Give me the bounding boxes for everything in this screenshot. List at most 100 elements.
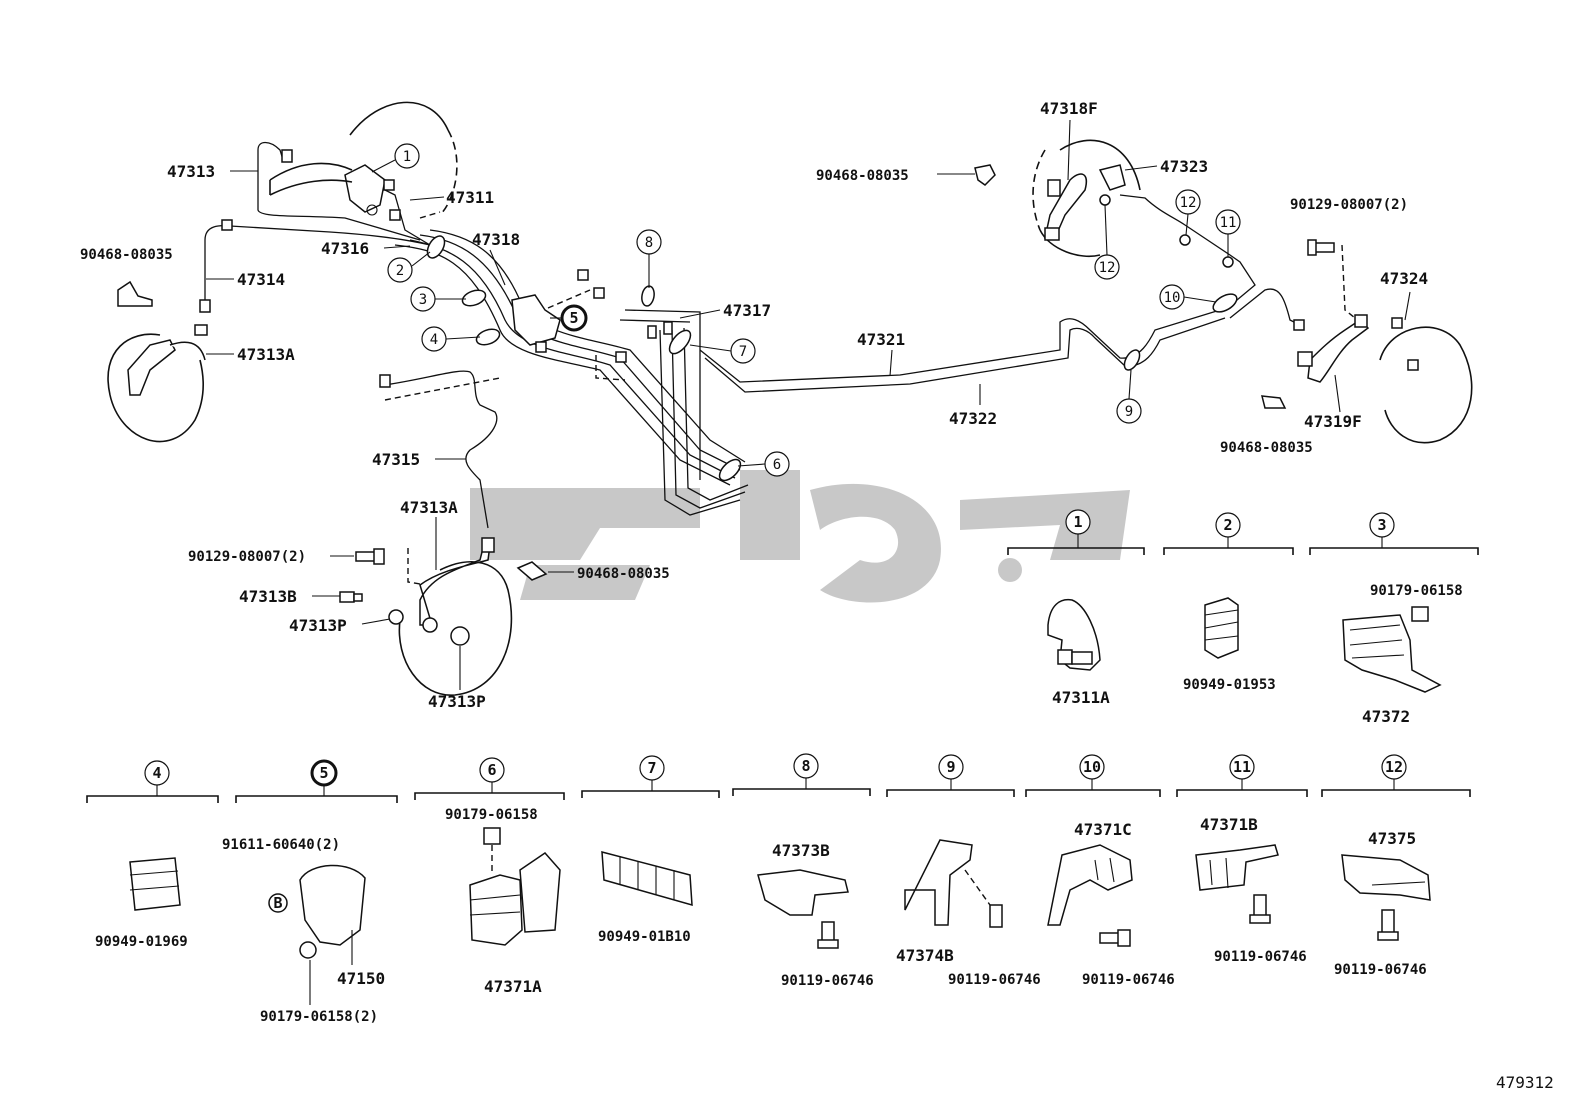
svg-text:11: 11 xyxy=(1233,758,1251,776)
svg-text:90179-06158: 90179-06158 xyxy=(1370,583,1463,599)
detail-callout-2: 2 90949-01953 xyxy=(1163,512,1294,693)
svg-text:7: 7 xyxy=(647,759,656,777)
svg-text:47372: 47372 xyxy=(1362,707,1410,726)
detail-callout-9: 9 47374B 90119-06746 xyxy=(886,754,1041,988)
clip-90468-right xyxy=(1261,395,1287,409)
svg-text:91611-60640(2): 91611-60640(2) xyxy=(222,837,340,853)
detail-callout-1: 1 47311A xyxy=(1007,509,1145,707)
svg-text:90949-01969: 90949-01969 xyxy=(95,934,188,950)
svg-text:47319F: 47319F xyxy=(1304,412,1362,431)
figure-id: 479312 xyxy=(1496,1073,1554,1092)
svg-text:8: 8 xyxy=(801,757,810,775)
svg-text:47317: 47317 xyxy=(723,301,771,320)
svg-text:47313B: 47313B xyxy=(239,587,297,606)
svg-text:4: 4 xyxy=(430,332,438,348)
svg-text:47374B: 47374B xyxy=(896,946,954,965)
svg-text:47371B: 47371B xyxy=(1200,815,1258,834)
svg-text:12: 12 xyxy=(1385,758,1403,776)
svg-text:90119-06746: 90119-06746 xyxy=(1334,962,1427,978)
main-labels: 47313 47311 90468-08035 47314 47316 4731… xyxy=(80,99,1428,711)
svg-text:90949-01953: 90949-01953 xyxy=(1183,677,1276,693)
svg-text:12: 12 xyxy=(1180,195,1197,211)
svg-text:90949-01B10: 90949-01B10 xyxy=(598,929,691,945)
svg-text:10: 10 xyxy=(1083,758,1101,776)
detail-callout-10: 10 47371C 90119-06746 xyxy=(1025,754,1175,988)
svg-text:90179-06158: 90179-06158 xyxy=(445,807,538,823)
svg-text:90468-08035: 90468-08035 xyxy=(1220,440,1313,456)
detail-callout-11: 11 47371B 90119-06746 xyxy=(1176,754,1308,965)
svg-text:47318: 47318 xyxy=(472,230,520,249)
front-left-backing-plate xyxy=(269,101,458,216)
rear-center-backing-plate xyxy=(398,537,513,696)
rear-right-upper-drum xyxy=(1032,139,1141,257)
svg-text:47313A: 47313A xyxy=(237,345,295,364)
svg-text:3: 3 xyxy=(419,292,427,308)
svg-text:47322: 47322 xyxy=(949,409,997,428)
svg-text:47313A: 47313A xyxy=(400,498,458,517)
detail-callout-7: 7 90949-01B10 xyxy=(581,755,720,945)
svg-text:47324: 47324 xyxy=(1380,269,1428,288)
rear-right-drum xyxy=(1297,314,1473,444)
svg-text:90119-06746: 90119-06746 xyxy=(1082,972,1175,988)
clip-90468-mid xyxy=(516,561,548,581)
svg-text:47375: 47375 xyxy=(1368,829,1416,848)
svg-text:6: 6 xyxy=(487,761,496,779)
svg-text:90179-06158(2): 90179-06158(2) xyxy=(260,1009,378,1025)
svg-text:9: 9 xyxy=(946,758,955,776)
svg-text:4: 4 xyxy=(152,764,161,782)
svg-text:90468-08035: 90468-08035 xyxy=(80,247,173,263)
bolt-90129-right xyxy=(1307,239,1335,256)
svg-text:90119-06746: 90119-06746 xyxy=(1214,949,1307,965)
svg-text:2: 2 xyxy=(396,263,404,279)
rear-left-drum xyxy=(107,324,208,443)
svg-text:9: 9 xyxy=(1125,404,1133,420)
detail-callout-6: 6 90179-06158 47371A xyxy=(414,757,565,996)
svg-text:47313P: 47313P xyxy=(428,692,486,711)
main-callouts: 1 2 3 4 5 6 7 8 9 10 11 12 xyxy=(371,143,1241,477)
svg-text:47314: 47314 xyxy=(237,270,285,289)
detail-callout-5: 5 91611-60640(2) B 47150 90179-06158(2) xyxy=(222,759,398,1025)
long-rear-pipes xyxy=(699,309,1226,393)
svg-text:6: 6 xyxy=(773,457,781,473)
svg-text:47311: 47311 xyxy=(446,188,494,207)
svg-text:5: 5 xyxy=(319,764,328,782)
svg-text:90119-06746: 90119-06746 xyxy=(948,972,1041,988)
svg-text:8: 8 xyxy=(645,235,653,251)
svg-text:2: 2 xyxy=(1223,516,1232,534)
svg-text:47150: 47150 xyxy=(337,969,385,988)
svg-text:47315: 47315 xyxy=(372,450,420,469)
svg-text:47313P: 47313P xyxy=(289,616,347,635)
bolt-90129-left xyxy=(355,548,385,565)
svg-text:90119-06746: 90119-06746 xyxy=(781,973,874,989)
pipe-clips xyxy=(426,194,1238,482)
svg-text:47373B: 47373B xyxy=(772,841,830,860)
clip-90468-top-right xyxy=(974,164,996,186)
svg-text:47313: 47313 xyxy=(167,162,215,181)
detail-callout-8: 8 47373B 90119-06746 xyxy=(732,753,874,989)
svg-text:1: 1 xyxy=(1073,513,1082,531)
flare-nuts xyxy=(221,149,1419,371)
detail-callout-4: 4 90949-01969 xyxy=(86,760,219,950)
svg-text:47311A: 47311A xyxy=(1052,688,1110,707)
svg-text:90129-08007(2): 90129-08007(2) xyxy=(1290,197,1408,213)
svg-text:10: 10 xyxy=(1164,290,1181,306)
detail-callout-3: 3 90179-06158 47372 xyxy=(1309,512,1479,726)
svg-text:11: 11 xyxy=(1220,215,1237,231)
svg-text:3: 3 xyxy=(1377,516,1386,534)
svg-text:12: 12 xyxy=(1099,260,1116,276)
svg-text:7: 7 xyxy=(739,344,747,360)
svg-text:90468-08035: 90468-08035 xyxy=(577,566,670,582)
svg-text:47318F: 47318F xyxy=(1040,99,1098,118)
watermark-logo xyxy=(470,470,1130,603)
svg-text:1: 1 xyxy=(403,149,411,165)
svg-text:B: B xyxy=(273,894,282,912)
svg-text:47371C: 47371C xyxy=(1074,820,1132,839)
svg-text:90468-08035: 90468-08035 xyxy=(816,168,909,184)
svg-text:47371A: 47371A xyxy=(484,977,542,996)
cap-47313P xyxy=(388,609,404,625)
svg-text:47323: 47323 xyxy=(1160,157,1208,176)
detail-callout-12: 12 47375 90119-06746 xyxy=(1321,754,1471,978)
clip-90468-top-left xyxy=(117,280,153,307)
svg-text:47316: 47316 xyxy=(321,239,369,258)
